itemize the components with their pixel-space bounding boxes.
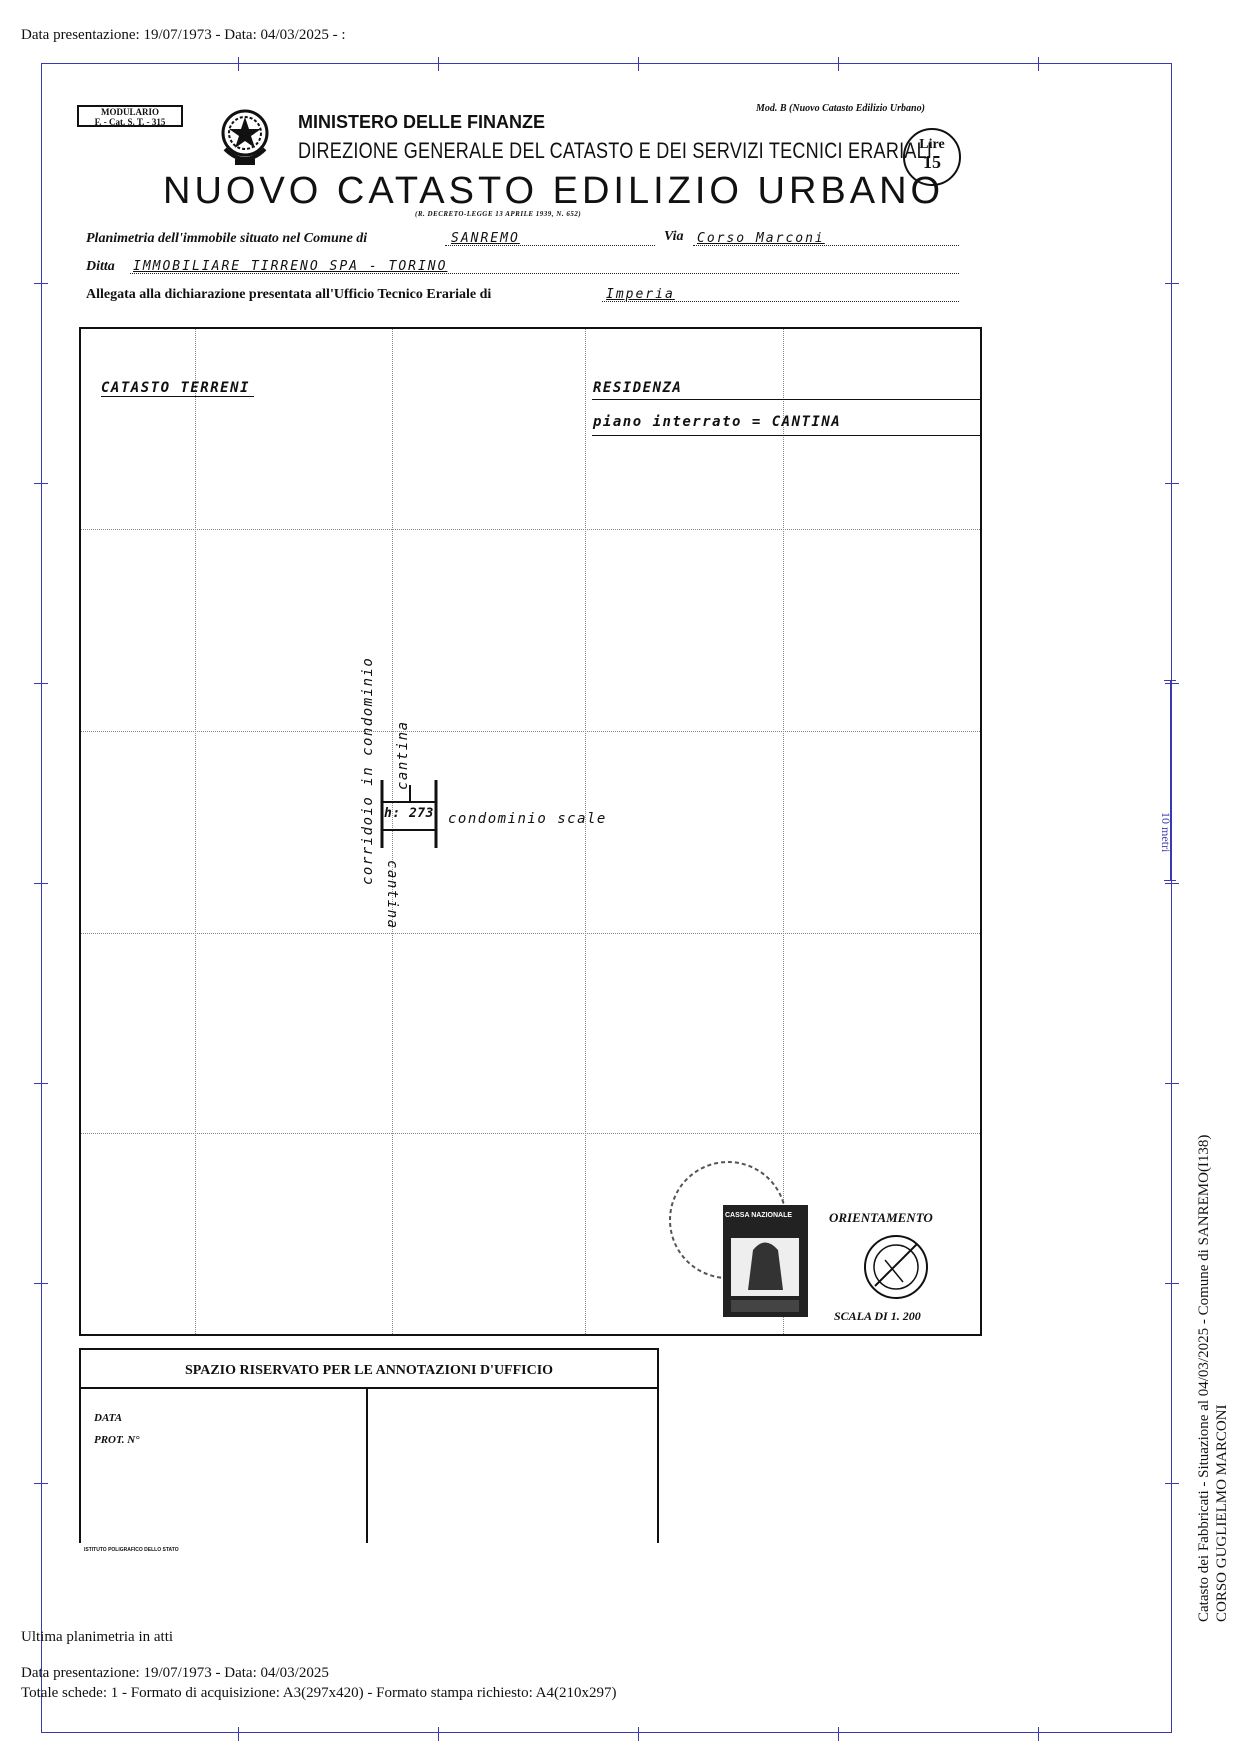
scale-bar	[1170, 680, 1171, 880]
frame-tick	[238, 1727, 239, 1741]
grid-line	[195, 329, 196, 1334]
footer-ultima: Ultima planimetria in atti	[21, 1629, 174, 1645]
cellar-plan-sketch	[380, 780, 438, 848]
ditta-field: IMMOBILIARE TIRRENO SPA - TORINO	[130, 257, 959, 274]
scale-bar-cap	[1164, 680, 1176, 681]
office-box	[79, 1348, 659, 1543]
frame-tick	[34, 1083, 48, 1084]
frame-tick	[1165, 1083, 1179, 1084]
frame-tick	[34, 283, 48, 284]
cantina-bottom-label: cantina	[384, 860, 400, 930]
via-value: Corso Marconi	[697, 231, 825, 246]
comune-value: SANREMO	[451, 231, 520, 246]
frame-tick	[34, 883, 48, 884]
grid-line	[81, 731, 980, 732]
decreto-label: (R. DECRETO-LEGGE 13 APRILE 1939, N. 652…	[415, 210, 582, 218]
catasto-terreni-label: CATASTO TERRENI	[101, 380, 254, 397]
frame-tick	[1165, 1483, 1179, 1484]
grid-line	[81, 1133, 980, 1134]
frame-tick	[238, 57, 239, 71]
ufficio-field: Imperia	[602, 285, 959, 302]
frame-tick	[1038, 1727, 1039, 1741]
scale-bar-cap	[1164, 880, 1176, 881]
comune-field: SANREMO	[445, 229, 655, 246]
office-divider	[79, 1387, 659, 1389]
frame-tick	[438, 1727, 439, 1741]
lire-value: 15	[923, 152, 941, 172]
height-label: h: 273	[384, 806, 434, 821]
via-field: Corso Marconi	[693, 229, 959, 246]
grid-line	[392, 329, 393, 1334]
residenza-rule	[592, 399, 980, 400]
modulario-box: MODULARIO F. - Cat. S. T. - 315	[77, 105, 183, 127]
ministry-title: MINISTERO DELLE FINANZE	[298, 112, 545, 132]
grid-line	[81, 933, 980, 934]
frame-tick	[438, 57, 439, 71]
condominio-label: condominio scale	[448, 811, 607, 827]
direzione-title: DIREZIONE GENERALE DEL CATASTO E DEI SER…	[298, 138, 933, 163]
north-arrow-icon	[864, 1235, 928, 1299]
planimetria-label: Planimetria dell'immobile situato nel Co…	[86, 231, 368, 246]
lire-stamp: Lire 15	[903, 128, 961, 186]
scale-bar-label: 10 metri	[1159, 812, 1173, 853]
office-data-label: DATA	[94, 1412, 123, 1424]
office-column-divider	[366, 1387, 368, 1543]
footer-totale: Totale schede: 1 - Formato di acquisizio…	[21, 1685, 617, 1701]
lire-label: Lire	[919, 137, 945, 152]
side-text-line-2: CORSO GUGLIELMO MARCONI	[1214, 1404, 1230, 1622]
frame-tick	[638, 1727, 639, 1741]
frame-tick	[1165, 283, 1179, 284]
office-prot-label: PROT. N°	[94, 1434, 140, 1446]
corridoio-label: corridoio in condominio	[360, 656, 376, 885]
frame-tick	[838, 1727, 839, 1741]
stamp-text: CASSA NAZIONALE	[725, 1212, 793, 1219]
frame-tick	[1165, 1283, 1179, 1284]
form-title: NUOVO CATASTO EDILIZIO URBANO	[163, 170, 945, 212]
grid-line	[783, 329, 784, 1334]
republic-emblem-icon	[221, 109, 269, 165]
frame-tick	[1165, 483, 1179, 484]
printer-label: ISTITUTO POLIGRAFICO DELLO STATO	[84, 1547, 179, 1553]
frame-tick	[1165, 683, 1179, 684]
frame-tick	[34, 483, 48, 484]
office-title: SPAZIO RISERVATO PER LE ANNOTAZIONI D'UF…	[184, 1363, 554, 1378]
orientamento-label: ORIENTAMENTO	[829, 1210, 933, 1225]
allegata-label: Allegata alla dichiarazione presentata a…	[86, 287, 492, 302]
revenue-stamp-icon	[669, 1161, 808, 1317]
ditta-label: Ditta	[86, 259, 115, 274]
model-label: Mod. B (Nuovo Catasto Edilizio Urbano)	[756, 103, 925, 114]
frame-tick	[1038, 57, 1039, 71]
cantina-top-label: cantina	[395, 720, 411, 790]
header-line: Data presentazione: 19/07/1973 - Data: 0…	[21, 27, 346, 43]
modulario-line-1: MODULARIO	[101, 107, 159, 117]
scala-label: SCALA DI 1. 200	[834, 1309, 921, 1323]
ufficio-value: Imperia	[606, 287, 675, 302]
grid-line	[585, 329, 586, 1334]
via-label: Via	[664, 229, 684, 244]
frame-tick	[34, 683, 48, 684]
piano-label: piano interrato = CANTINA	[593, 414, 842, 430]
ditta-value: IMMOBILIARE TIRRENO SPA - TORINO	[133, 259, 448, 274]
piano-rule	[592, 435, 980, 436]
frame-tick	[638, 57, 639, 71]
modulario-line-2: F. - Cat. S. T. - 315	[94, 117, 166, 127]
footer-data-line: Data presentazione: 19/07/1973 - Data: 0…	[21, 1665, 329, 1681]
sheet-frame	[41, 63, 1172, 1733]
frame-tick	[1165, 883, 1179, 884]
frame-tick	[34, 1483, 48, 1484]
side-text-line-1: Catasto dei Fabbricati - Situazione al 0…	[1196, 1134, 1212, 1622]
residenza-label: RESIDENZA	[593, 380, 683, 396]
plan-area	[79, 327, 982, 1336]
frame-tick	[838, 57, 839, 71]
frame-tick	[34, 1283, 48, 1284]
grid-line	[81, 529, 980, 530]
